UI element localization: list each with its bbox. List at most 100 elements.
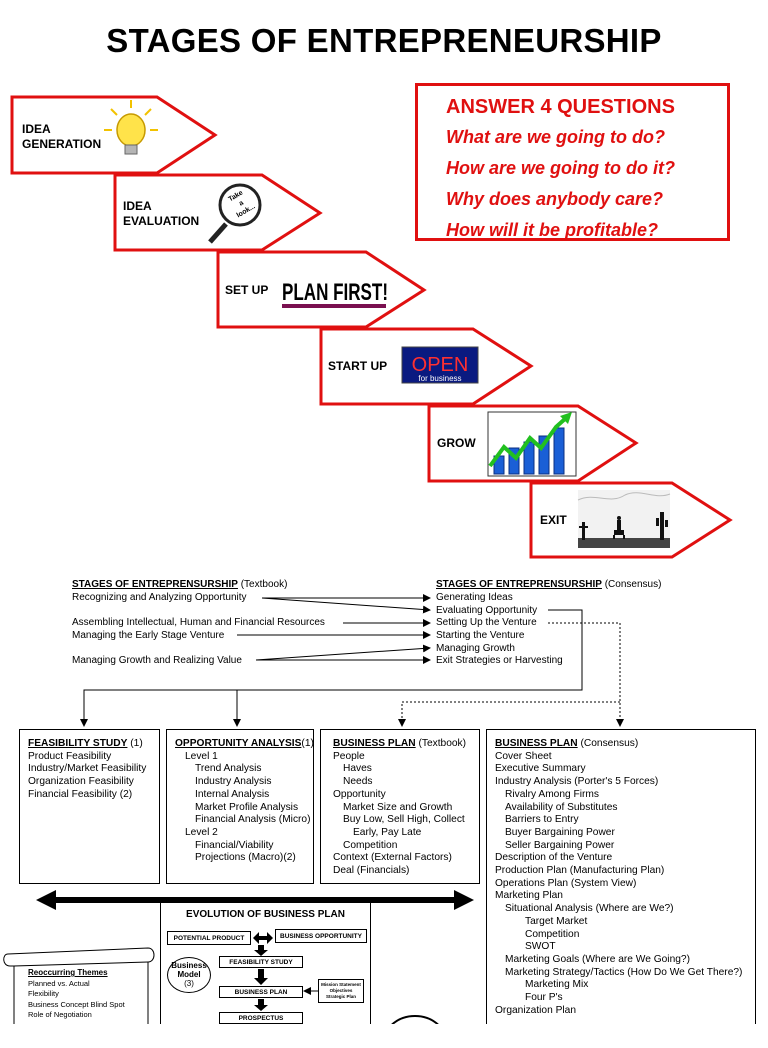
feasibility-item: Industry/Market Feasibility [28,763,147,775]
question-item: What are we going to do? [446,127,665,147]
theme-item: Flexibility [28,989,59,998]
bp-textbook-item: Buy Low, Sell High, Collect [343,814,465,826]
bp-consensus-suffix: (Consensus) [577,738,639,749]
opportunity-item: Financial Analysis (Micro) [195,814,311,826]
business-plan-consensus-box: BUSINESS PLAN (Consensus) Cover Sheet Ex… [486,729,756,1024]
stage-arrows: Take a look... PLAN FIRST! OPEN for busi… [10,95,733,559]
bp-consensus-item: Marketing Goals (Where are We Going?) [505,953,690,965]
mission-line: Mission Statement [321,982,361,987]
bp-textbook-item: Competition [343,839,398,851]
consensus-stages-title: STAGES OF ENTREPRENSURSHIP [436,579,602,590]
textbook-stage-item: Recognizing and Analyzing Opportunity [72,592,247,603]
opportunity-suffix: (1) [301,738,314,749]
themes-heading: Reoccurring Themes [28,968,108,977]
open-sign: OPEN for business [401,346,479,384]
business-model-line: Business [171,961,207,970]
bp-textbook-item: Deal (Financials) [333,865,410,877]
stage-label-set-up: SET UP [225,283,269,297]
opportunity-analysis-box: OPPORTUNITY ANALYSIS(1) Level 1 Trend An… [166,729,314,884]
bp-consensus-item: Barriers to Entry [505,814,579,826]
stage-arrow-idea-evaluation [113,173,323,252]
consensus-stages-suffix: (Consensus) [601,579,662,590]
consensus-stage-item: Evaluating Opportunity [436,605,538,616]
question-item: How are we going to do it? [446,158,675,178]
bp-consensus-item: Executive Summary [495,763,586,775]
page-title: STAGES OF ENTREPRENEURSHIP [106,22,662,59]
bp-textbook-heading: BUSINESS PLAN [333,738,416,749]
bp-textbook-item: Needs [343,776,373,788]
textbook-stages-suffix: (Textbook) [237,579,288,590]
consensus-stages-heading: STAGES OF ENTREPRENSURSHIP (Consensus) [436,579,661,592]
bp-consensus-item: SWOT [525,941,556,953]
feasibility-suffix: (1) [127,738,143,749]
bp-consensus-item: Operations Plan (System View) [495,877,637,889]
desert-rider-icon [577,490,671,548]
stage-arrow-idea-generation [10,95,218,175]
bp-consensus-item: Marketing Plan [495,890,563,902]
stage-label-line: GENERATION [22,137,102,151]
bp-consensus-item: Target Market [525,915,588,927]
business-model-line: (3) [184,979,194,988]
light-bulb-icon [104,100,158,155]
bp-textbook-item: Opportunity [333,788,386,800]
theme-item: Planned vs. Actual [28,978,90,988]
questions-box: ANSWER 4 QUESTIONS What are we going to … [415,83,730,241]
bp-consensus-item: Seller Bargaining Power [505,839,615,851]
mission-line: Strategic Plan [325,994,356,999]
bp-consensus-item: Marketing Mix [525,979,589,991]
textbook-stage-item: Assembling Intellectual, Human and Finan… [72,617,325,628]
bp-textbook-item: Context (External Factors) [333,852,452,864]
stage-arrow-set-up [216,250,427,329]
feasibility-item: Product Feasibility [28,750,112,762]
opportunity-item: Financial/Viability [195,839,274,851]
bp-consensus-heading: BUSINESS PLAN [495,738,578,749]
consensus-stage-item: Starting the Venture [436,630,525,641]
opportunity-item: Market Profile Analysis [195,801,299,813]
feasibility-item: Financial Feasibility (2) [28,788,133,800]
bp-consensus-item: Production Plan (Manufacturing Plan) [495,865,665,877]
bp-consensus-item: Cover Sheet [495,750,552,762]
business-model-line: Model [177,970,201,979]
evolution-arrows [253,932,318,1011]
stage-label-idea-generation: IDEA GENERATION [22,122,101,152]
textbook-stage-item: Managing the Early Stage Venture [72,630,225,641]
bp-consensus-item: Situational Analysis (Where are We?) [505,903,674,915]
bp-consensus-item: Four P's [525,992,563,1004]
bp-consensus-item: Marketing Strategy/Tactics (How Do We Ge… [505,966,743,978]
bottom-circle-shape [391,1015,439,1024]
opportunity-item: Level 2 [185,826,218,838]
evolution-title: EVOLUTION OF BUSINESS PLAN [186,909,345,920]
stage-label-exit: EXIT [540,513,567,527]
textbook-stages-heading: STAGES OF ENTREPRENSURSHIP (Textbook) [72,579,287,592]
mission-statement-box: Mission Statement Objectives Strategic P… [318,979,364,1003]
connector-lines [80,594,624,727]
consensus-stage-item: Generating Ideas [436,592,513,603]
opportunity-heading: OPPORTUNITY ANALYSIS [175,738,302,749]
feasibility-study-step: FEASIBILITY STUDY [219,956,303,968]
theme-item: Business Concept Blind Spot [28,999,125,1009]
opportunity-item: Trend Analysis [195,763,262,775]
consensus-stage-item: Setting Up the Venture [436,617,537,628]
bp-consensus-item: Industry Analysis (Porter's 5 Forces) [495,776,659,788]
textbook-stages-title: STAGES OF ENTREPRENSURSHIP [72,579,238,590]
open-sign-subtext: for business [418,374,461,383]
magnifier-icon: Take a look... [208,183,262,244]
feasibility-study-box: FEASIBILITY STUDY (1) Product Feasibilit… [19,729,160,884]
stage-label-line: EVALUATION [123,214,200,228]
open-sign-text: OPEN [412,354,469,376]
feasibility-heading: FEASIBILITY STUDY [28,738,128,749]
bp-consensus-item: Availability of Substitutes [505,801,618,813]
bp-textbook-suffix: (Textbook) [415,738,467,749]
bp-consensus-item: Rivalry Among Firms [505,788,599,800]
bp-textbook-item: People [333,750,365,762]
bp-consensus-item: Competition [525,928,580,940]
stage-label-start-up: START UP [328,359,388,373]
reoccurring-themes: Reoccurring Themes Planned vs. Actual Fl… [28,968,173,1048]
opportunity-item: Projections (Macro)(2) [195,852,296,864]
business-plan-step: BUSINESS PLAN [219,986,303,998]
textbook-stage-item: Managing Growth and Realizing Value [72,655,242,666]
consensus-stage-item: Managing Growth [436,643,515,654]
bp-textbook-item: Market Size and Growth [343,801,453,813]
opportunity-item: Internal Analysis [195,788,270,800]
stage-label-grow: GROW [437,436,476,450]
